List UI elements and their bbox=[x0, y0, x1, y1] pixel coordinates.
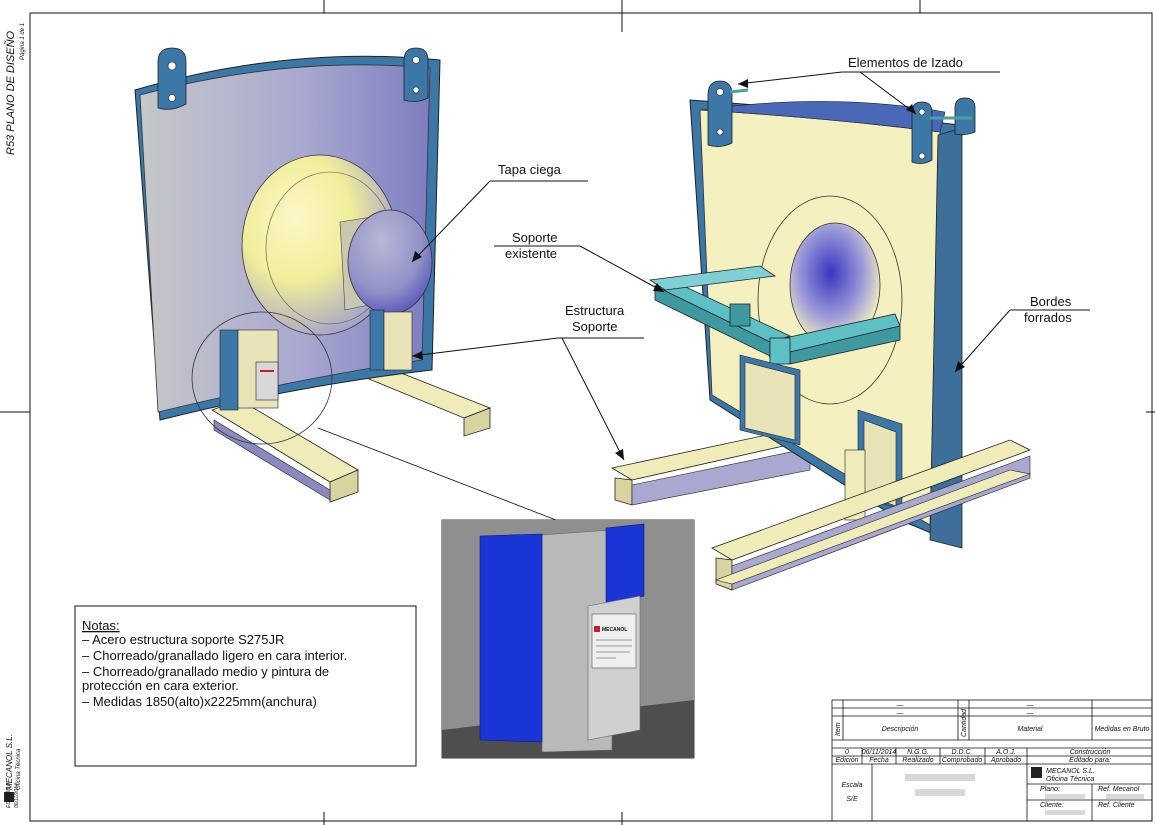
tb-ref-cliente: Ref. Cliente bbox=[1098, 802, 1135, 809]
tb-company-dept: Oficina Técnica bbox=[1046, 776, 1094, 783]
tb-descripcion: Descripción bbox=[882, 726, 919, 733]
left-panel-model bbox=[134, 47, 492, 503]
left-leg-front bbox=[211, 399, 359, 503]
right-top-edge bbox=[699, 101, 946, 133]
svg-text:Soporte: Soporte bbox=[572, 319, 618, 334]
title-block bbox=[831, 699, 1153, 822]
tb-company-name: MECANOL S.L. bbox=[1046, 768, 1095, 775]
svg-text:Elementos de Izado: Elementos de Izado bbox=[848, 55, 963, 70]
tb-realizado-value: N.G.G. bbox=[907, 749, 929, 756]
notes-box: Notas: – Acero estructura soporte S275JR… bbox=[74, 605, 417, 767]
nameplate-brand: MECANOL bbox=[602, 627, 627, 633]
notes-line: – Chorreado/granallado medio y pintura d… bbox=[82, 664, 329, 679]
notes-title: Notas: bbox=[82, 618, 120, 633]
tb-realizado: Realizado bbox=[902, 757, 933, 764]
tb-dash: — bbox=[896, 710, 905, 717]
tb-ref-mecanol: Ref. Mecanol bbox=[1098, 786, 1140, 793]
tb-escala: Escala bbox=[841, 782, 862, 789]
notes-line: – Acero estructura soporte S275JR bbox=[82, 632, 284, 647]
tb-escala-value: S/E bbox=[846, 796, 858, 803]
detail-circle bbox=[191, 311, 333, 445]
left-support-front bbox=[219, 329, 279, 411]
tb-medidas: Medidas en Bruto bbox=[1095, 726, 1150, 733]
detail-leader bbox=[317, 427, 557, 521]
existing-support-beams bbox=[648, 265, 901, 365]
svg-text:Tapa ciega: Tapa ciega bbox=[498, 162, 562, 177]
side-edition: EDICION 0 bbox=[6, 783, 12, 808]
tb-editado-para: Editado para: bbox=[1069, 757, 1111, 764]
tb-comprobado-value: D.D.C. bbox=[952, 749, 973, 756]
right-support-front bbox=[739, 354, 801, 446]
photo-blue-plate bbox=[479, 533, 543, 743]
sheet-border bbox=[29, 12, 1153, 822]
tb-aprobado-value: A.O.J. bbox=[995, 749, 1016, 756]
callout-tapa-ciega: Tapa ciega bbox=[411, 162, 588, 263]
right-leg-back bbox=[610, 429, 812, 506]
callout-soporte-existente: Soporte existente bbox=[494, 230, 665, 293]
tb-blurred-title bbox=[915, 789, 965, 796]
tb-blurred-title bbox=[905, 774, 975, 781]
left-support-back bbox=[369, 309, 413, 371]
detail-photo: MECANOL bbox=[441, 519, 695, 759]
company-logo-icon bbox=[4, 792, 14, 802]
title-block-text: — — — — Item Descripción Cantidad Materi… bbox=[835, 702, 1150, 815]
side-company-block: MECANOL S.L. Oficina Técnica EDICION 0 0… bbox=[4, 734, 22, 808]
side-date: 06/11/2014 bbox=[14, 783, 20, 808]
left-lifting-lug bbox=[403, 47, 429, 102]
notes-line: – Chorreado/granallado ligero en cara in… bbox=[82, 648, 347, 663]
right-lifting-lug bbox=[707, 80, 749, 147]
tb-cliente: Cliente: bbox=[1040, 802, 1064, 809]
photo-blue-plate bbox=[605, 523, 645, 607]
side-company-dept: Oficina Técnica bbox=[16, 748, 22, 790]
tb-fecha: Fecha bbox=[869, 757, 889, 764]
side-company-name: MECANOL S.L. bbox=[5, 734, 14, 790]
left-cover-disk bbox=[347, 209, 433, 315]
nameplate-logo-icon bbox=[594, 626, 600, 632]
right-leg-front bbox=[711, 439, 1032, 591]
right-lifting-lug bbox=[911, 97, 976, 164]
callout-elementos-izado: Elementos de Izado bbox=[737, 55, 1000, 115]
left-nameplate bbox=[255, 361, 279, 401]
tb-dash: — bbox=[1026, 710, 1035, 717]
right-lined-border bbox=[929, 127, 963, 549]
tb-edicion-value: 0 bbox=[845, 749, 849, 756]
side-page-number: Página 1 de 1 bbox=[20, 23, 26, 60]
tb-item: Item bbox=[835, 722, 842, 736]
left-lifting-lug bbox=[157, 47, 187, 110]
tb-dash: — bbox=[1026, 702, 1035, 709]
svg-text:Soporte: Soporte bbox=[512, 230, 558, 245]
tb-edicion: Edición bbox=[836, 757, 859, 764]
tb-company-logo-icon bbox=[1031, 767, 1042, 778]
right-panel-model bbox=[610, 80, 1032, 591]
tb-material: Material bbox=[1018, 726, 1043, 733]
side-plan-title: R53 PLANO DE DISEÑO bbox=[4, 30, 17, 155]
svg-text:Estructura: Estructura bbox=[565, 303, 625, 318]
tb-fecha-value: 06/11/2014 bbox=[862, 749, 897, 756]
right-flange-ring bbox=[757, 195, 903, 405]
tb-plano: Plano: bbox=[1040, 786, 1060, 793]
tb-dash: — bbox=[896, 702, 905, 709]
tb-cantidad: Cantidad bbox=[961, 708, 968, 737]
tb-construccion: Construcción bbox=[1070, 749, 1111, 756]
callout-bordes-forrados: Bordes forrados bbox=[954, 294, 1090, 373]
photo-nameplate bbox=[591, 613, 637, 669]
svg-text:forrados: forrados bbox=[1024, 310, 1072, 325]
svg-text:existente: existente bbox=[505, 246, 557, 261]
notes-line: – Medidas 1850(alto)x2225mm(anchura) bbox=[82, 694, 317, 709]
callout-estructura-soporte: Estructura Soporte bbox=[411, 303, 644, 461]
tb-aprobado: Aprobado bbox=[990, 757, 1021, 764]
tb-comprobado: Comprobado bbox=[942, 757, 983, 764]
svg-text:Bordes: Bordes bbox=[1030, 294, 1072, 309]
notes-line: protección en cara exterior. bbox=[82, 678, 239, 693]
